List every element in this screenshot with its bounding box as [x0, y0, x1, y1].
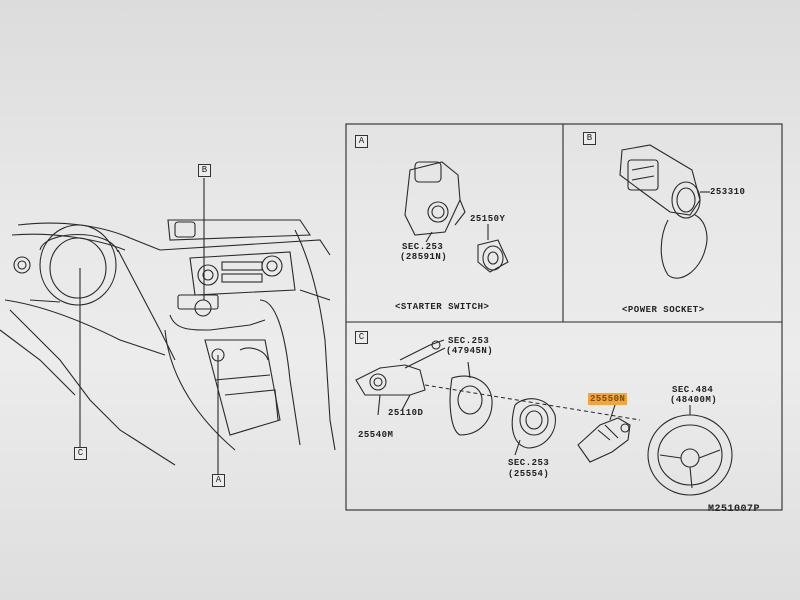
label-47945n: (47945N): [446, 346, 494, 356]
figure-code: M251007P: [708, 504, 761, 515]
label-25554: (25554): [508, 469, 550, 479]
power-socket-drawing: [619, 144, 710, 279]
caption-starter-switch: <STARTER SWITCH>: [395, 302, 490, 312]
combination-switch-drawing: [355, 339, 733, 496]
callout-c: C: [74, 447, 87, 460]
label-28591n: (28591N): [400, 252, 448, 262]
caption-power-socket: <POWER SOCKET>: [622, 305, 705, 315]
label-sec-253-c-bottom: SEC.253: [508, 458, 550, 468]
panel-c-tag: C: [355, 331, 368, 344]
callout-a: A: [212, 474, 225, 487]
starter-switch-drawing: [404, 161, 509, 273]
panel-frame: [345, 123, 783, 511]
label-sec-484: SEC.484: [672, 385, 714, 395]
label-25150y: 25150Y: [470, 214, 506, 224]
label-sec-253-c-top: SEC.253: [448, 336, 490, 346]
panel-b-tag: B: [583, 132, 596, 145]
label-25550n-highlighted: 25550N: [588, 393, 628, 405]
label-25540m: 25540M: [358, 430, 394, 440]
label-25110d: 25110D: [388, 408, 424, 418]
callout-b: B: [198, 164, 211, 177]
dashboard-drawing: [0, 178, 336, 474]
label-253310: 253310: [710, 187, 746, 197]
panel-a-tag: A: [355, 135, 368, 148]
label-48400m: (48400M): [670, 395, 718, 405]
label-sec-253-a: SEC.253: [402, 242, 444, 252]
